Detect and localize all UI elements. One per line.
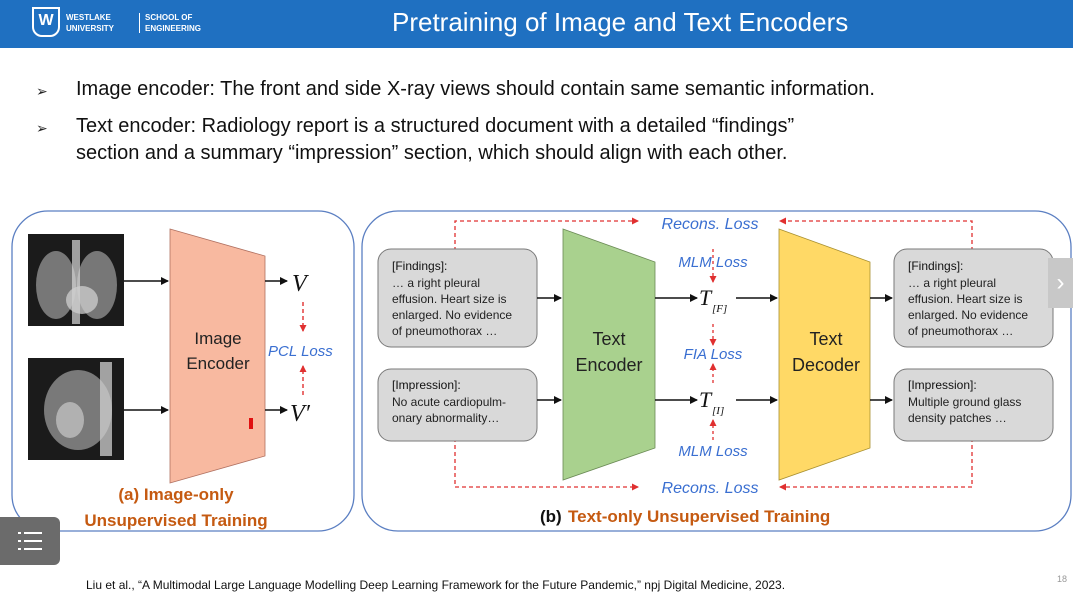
v-symbol: V bbox=[292, 271, 309, 297]
svg-text:of pneumothorax …: of pneumothorax … bbox=[908, 324, 1013, 338]
bullet-2-text-line-1: Text encoder: Radiology report is a stru… bbox=[76, 115, 795, 137]
recons-loss-top-label: Recons. Loss bbox=[662, 216, 759, 233]
svg-text:enlarged. No evidence: enlarged. No evidence bbox=[908, 308, 1028, 322]
citation-text: Liu et al., “A Multimodal Large Language… bbox=[86, 578, 786, 592]
text-encoder-label-2: Encoder bbox=[575, 355, 642, 375]
side-xray-image bbox=[28, 358, 124, 460]
impression-input-label: [Impression]: bbox=[392, 378, 461, 392]
panel-a-caption-1: (a) Image-only bbox=[118, 485, 234, 504]
westlake-logo-icon: W bbox=[32, 7, 60, 37]
panel-b-caption-prefix: (b) bbox=[540, 507, 562, 526]
image-encoder-label-2: Encoder bbox=[186, 354, 250, 373]
impression-output-box bbox=[893, 368, 1054, 442]
svg-text:No acute cardiopulm-: No acute cardiopulm- bbox=[392, 395, 506, 409]
text-encoder-block bbox=[562, 228, 656, 481]
bullet-2-text-line-2: section and a summary “impression” secti… bbox=[76, 142, 788, 164]
slide-number: 18 bbox=[1057, 574, 1068, 584]
text-encoder-label-1: Text bbox=[592, 329, 625, 349]
svg-text:enlarged. No evidence: enlarged. No evidence bbox=[392, 308, 512, 322]
panel-b: Recons. Loss Recons. Loss [Findings]: … … bbox=[361, 210, 1072, 532]
logo-text-line-1: WESTLAKE bbox=[66, 13, 111, 22]
mlm-loss-top-label: MLM Loss bbox=[678, 254, 748, 271]
text-decoder-block bbox=[778, 228, 871, 481]
svg-text:density patches …: density patches … bbox=[908, 411, 1007, 425]
t-findings-subscript: [F] bbox=[712, 303, 727, 315]
panel-b-caption: Text-only Unsupervised Training bbox=[568, 507, 830, 526]
pcl-loss-label: PCL Loss bbox=[268, 343, 333, 360]
svg-text:effusion. Heart size is: effusion. Heart size is bbox=[908, 292, 1023, 306]
t-findings-symbol: T bbox=[699, 285, 713, 310]
bullet-1-text: Image encoder: The front and side X-ray … bbox=[76, 78, 875, 100]
panel-a-caption-2: Unsupervised Training bbox=[84, 511, 267, 530]
v-prime-symbol: V′ bbox=[290, 401, 311, 427]
svg-text:of pneumothorax …: of pneumothorax … bbox=[392, 324, 497, 338]
slide-title: Pretraining of Image and Text Encoders bbox=[392, 7, 849, 37]
school-text-line-2: ENGINEERING bbox=[145, 24, 202, 33]
t-impression-symbol: T bbox=[699, 387, 713, 412]
text-decoder-label-2: Decoder bbox=[792, 355, 860, 375]
impression-input-box bbox=[377, 368, 538, 442]
logo-text-line-2: UNIVERSITY bbox=[66, 24, 115, 33]
mlm-loss-bottom-label: MLM Loss bbox=[678, 443, 748, 460]
recons-loss-bottom-label: Recons. Loss bbox=[662, 480, 759, 497]
logo-divider bbox=[139, 13, 140, 33]
school-text-line-1: SCHOOL OF bbox=[145, 13, 193, 22]
bullet-arrow-icon: ➢ bbox=[36, 120, 48, 136]
svg-text:Multiple ground glass: Multiple ground glass bbox=[908, 395, 1021, 409]
image-encoder-block bbox=[169, 228, 266, 484]
chevron-right-icon: › bbox=[1056, 269, 1065, 296]
slide-menu-button[interactable] bbox=[0, 517, 60, 565]
panel-a: Image Encoder V V′ PCL Loss (a) Image-on… bbox=[11, 210, 355, 532]
svg-text:… a right pleural: … a right pleural bbox=[908, 276, 996, 290]
svg-text:… a right pleural: … a right pleural bbox=[392, 276, 480, 290]
front-xray-image bbox=[28, 234, 124, 326]
image-encoder-label-1: Image bbox=[194, 329, 241, 348]
slide-header: W WESTLAKE UNIVERSITY SCHOOL OF ENGINEER… bbox=[0, 0, 1073, 48]
impression-output-label: [Impression]: bbox=[908, 378, 977, 392]
next-slide-button[interactable]: › bbox=[1048, 258, 1073, 308]
bullet-arrow-icon: ➢ bbox=[36, 83, 48, 99]
text-decoder-label-1: Text bbox=[809, 329, 842, 349]
svg-text:effusion. Heart size is: effusion. Heart size is bbox=[392, 292, 507, 306]
findings-output-label: [Findings]: bbox=[908, 259, 963, 273]
svg-text:onary abnormality…: onary abnormality… bbox=[392, 411, 499, 425]
fia-loss-label: FIA Loss bbox=[684, 346, 743, 363]
findings-input-label: [Findings]: bbox=[392, 259, 447, 273]
t-impression-subscript: [I] bbox=[712, 405, 724, 417]
cursor-marker bbox=[249, 418, 253, 429]
